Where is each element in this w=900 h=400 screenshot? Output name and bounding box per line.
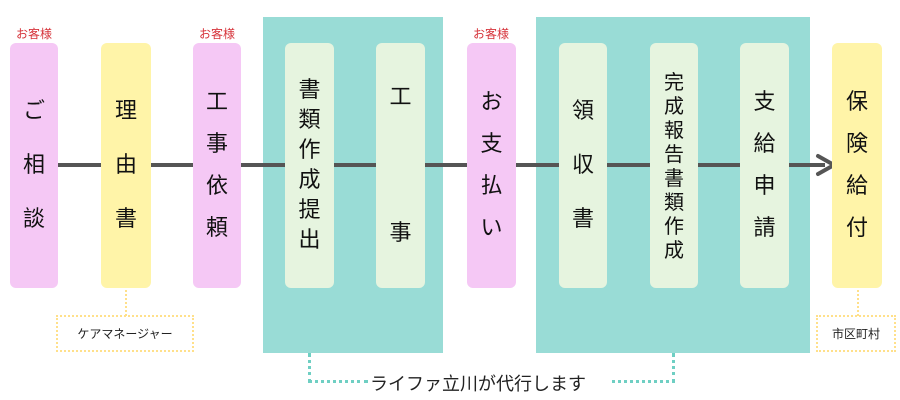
note-municipality: 市区町村 [816, 315, 896, 352]
bracket-bottom-left [308, 380, 368, 383]
step-benefit-application: 支給申請 [740, 43, 789, 288]
step-construction: 工事 [376, 43, 425, 288]
step-payment: お支払い [467, 43, 516, 288]
flow-line [425, 163, 467, 167]
flow-line [698, 163, 740, 167]
step-completion-report: 完成報告書類作成 [650, 43, 698, 288]
flow-line [58, 163, 101, 167]
bracket-left [308, 353, 311, 383]
step-reason-document: 理由書 [101, 43, 151, 288]
bracket-right [672, 353, 675, 383]
step-receipt: 領収書 [559, 43, 607, 288]
role-label-customer: お客様 [15, 27, 52, 41]
note-care-manager: ケアマネージャー [56, 315, 194, 352]
flow-line [607, 163, 650, 167]
flow-line [151, 163, 194, 167]
step-consult: ご相談 [10, 43, 58, 288]
connector-care-manager [125, 290, 127, 316]
flow-line [241, 163, 285, 167]
connector-municipality [857, 290, 859, 316]
flow-line [516, 163, 559, 167]
role-label-customer: お客様 [198, 27, 235, 41]
step-document-submission: 書類作成提出 [285, 43, 334, 288]
flow-line [334, 163, 376, 167]
bracket-bottom-right [612, 380, 675, 383]
step-insurance-benefit: 保険給付 [832, 43, 882, 288]
agency-note: ライファ立川が代行します [370, 374, 586, 395]
flow-line [789, 163, 825, 167]
role-label-customer: お客様 [472, 27, 509, 41]
step-construction-request: 工事依頼 [193, 43, 241, 288]
